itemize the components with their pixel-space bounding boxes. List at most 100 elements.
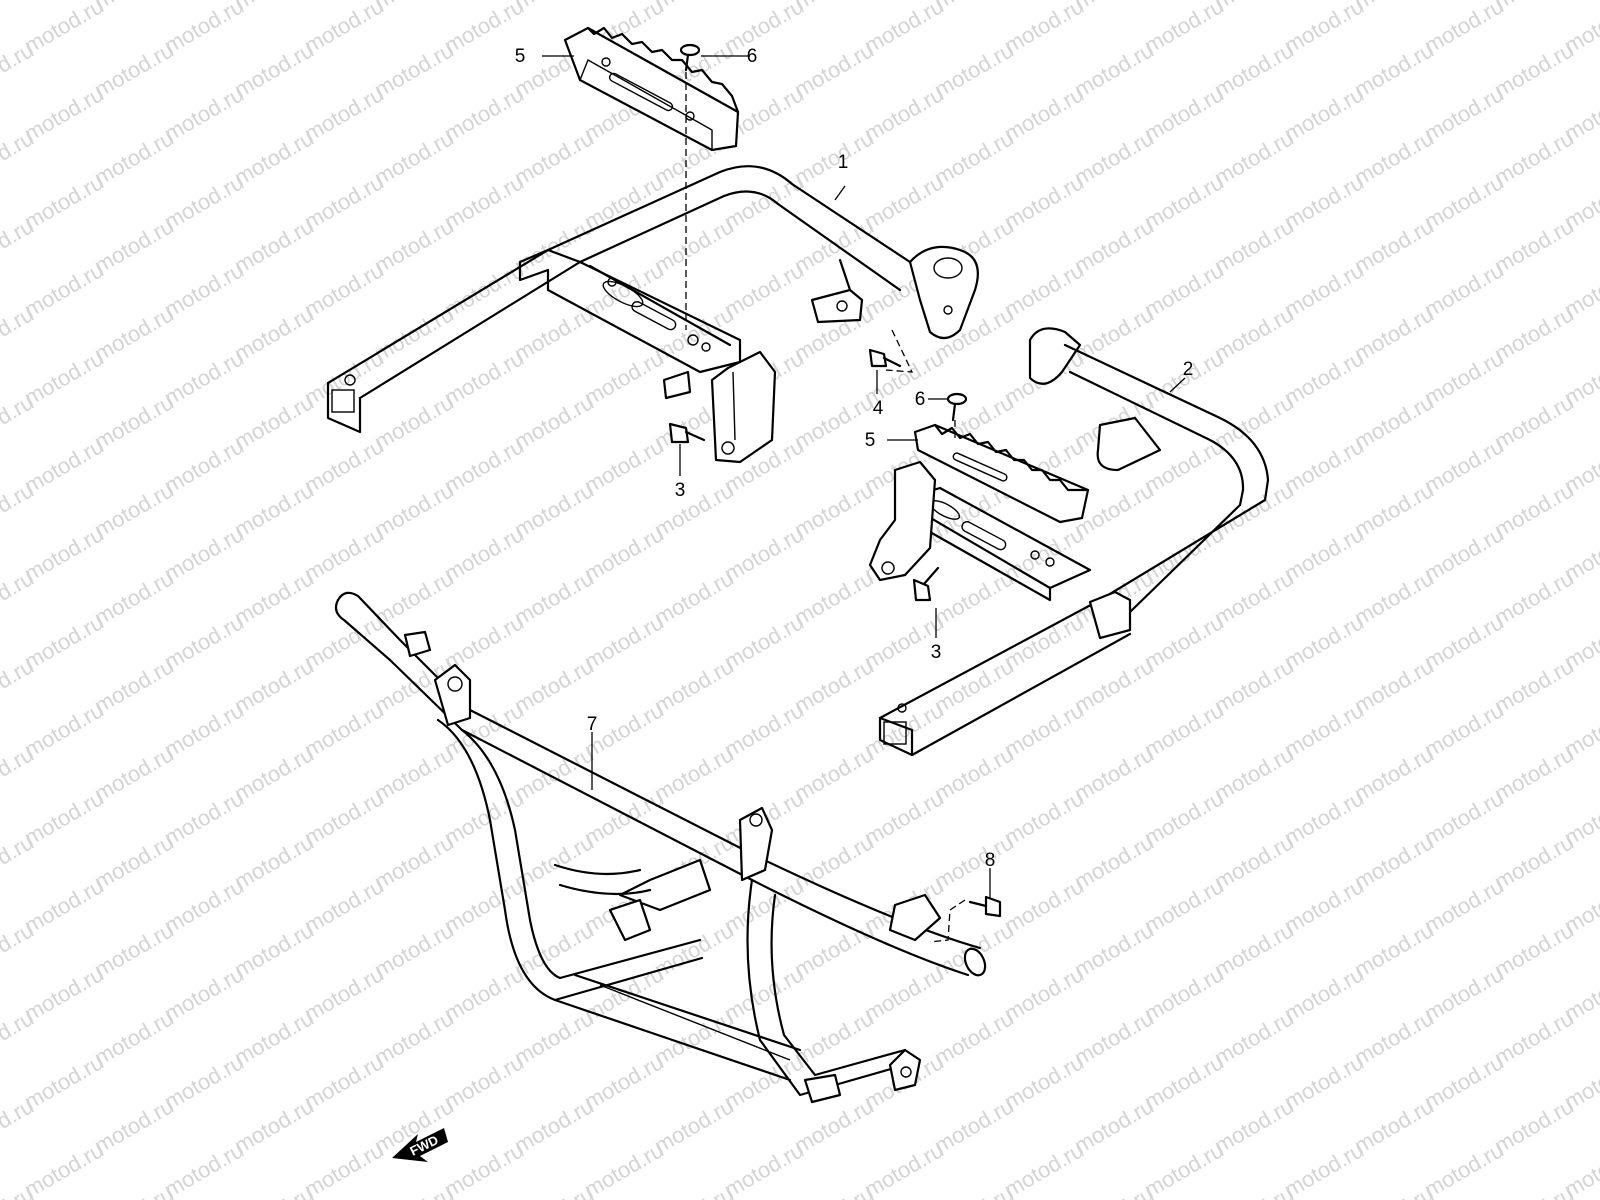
watermark-text: motod.ru — [510, 1005, 598, 1070]
watermark-text: motod.ru — [230, 125, 318, 190]
callout-c3a: 3 — [675, 480, 686, 501]
watermark-text: motod.ru — [1280, 81, 1368, 146]
watermark-text: motod.ru — [510, 213, 598, 278]
watermark-text: motod.ru — [1140, 873, 1228, 938]
watermark-text: motod.ru — [1420, 873, 1508, 938]
watermark-text: motod.ru — [370, 917, 458, 982]
watermark-text: motod.ru — [510, 565, 598, 630]
watermark-text: motod.ru — [1070, 125, 1158, 190]
watermark-text: motod.ru — [1210, 565, 1298, 630]
watermark-text: motod.ru — [1140, 785, 1228, 850]
watermark-text: motod.ru — [230, 829, 318, 894]
watermark-text: motod.ru — [930, 829, 1018, 894]
watermark-text: motod.ru — [1490, 829, 1578, 894]
watermark-text: motod.ru — [510, 1181, 598, 1200]
bolt-8[interactable] — [968, 895, 1002, 918]
watermark-text: motod.ru — [90, 741, 178, 806]
watermark-text: motod.ru — [1000, 961, 1088, 1026]
footpeg-plate-lower[interactable] — [913, 423, 1090, 524]
watermark-text: motod.ru — [370, 1181, 458, 1200]
watermark-text: motod.ru — [1490, 37, 1578, 102]
watermark-text: motod.ru — [650, 1093, 738, 1158]
watermark-text: motod.ru — [860, 697, 948, 762]
watermark-text: motod.ru — [1490, 389, 1578, 454]
front-guard[interactable] — [334, 591, 989, 1104]
watermark-text: motod.ru — [300, 785, 388, 850]
watermark-text: motod.ru — [1140, 81, 1228, 146]
watermark-text: motod.ru — [1280, 609, 1368, 674]
watermark-text: motod.ru — [160, 345, 248, 410]
watermark-text: motod.ru — [300, 169, 388, 234]
watermark-text: motod.ru — [1070, 917, 1158, 982]
watermark-text: motod.ru — [90, 1093, 178, 1158]
leader-lines — [542, 55, 1186, 943]
watermark-text: motod.ru — [790, 477, 878, 542]
watermark-text: motod.ru — [160, 785, 248, 850]
watermark-text: motod.ru — [370, 741, 458, 806]
callout-c5a: 5 — [515, 46, 526, 67]
watermark-text: motod.ru — [1140, 961, 1228, 1026]
watermark-text: motod.ru — [790, 125, 878, 190]
watermark-text: motod.ru — [1280, 785, 1368, 850]
watermark-text: motod.ru — [720, 257, 808, 322]
watermark-text: motod.ru — [860, 961, 948, 1026]
watermark-text: motod.ru — [20, 697, 108, 762]
watermark-text: motod.ru — [90, 37, 178, 102]
watermark-text: motod.ru — [1350, 37, 1438, 102]
watermark-text: motod.ru — [1070, 829, 1158, 894]
watermark-text: motod.ru — [90, 477, 178, 542]
watermark-text: motod.ru — [20, 873, 108, 938]
watermark-text: motod.ru — [20, 345, 108, 410]
watermark-text: motod.ru — [90, 389, 178, 454]
watermark-text: motod.ru — [720, 961, 808, 1026]
watermark-text: motod.ru — [580, 609, 668, 674]
screw-upper[interactable] — [679, 43, 701, 72]
watermark-text: motod.ru — [1280, 345, 1368, 410]
watermark-text: motod.ru — [930, 1093, 1018, 1158]
watermark-text: motod.ru — [1420, 785, 1508, 850]
watermark-text: motod.ru — [440, 609, 528, 674]
watermark-text: motod.ru — [1420, 1137, 1508, 1200]
watermark-text: motod.ru — [580, 785, 668, 850]
watermark-text: motod.ru — [720, 0, 808, 58]
callout-c8: 8 — [985, 850, 996, 871]
bolt-4[interactable] — [868, 348, 902, 368]
watermark-text: motod.ru — [1210, 213, 1298, 278]
watermark-text: motod.ru — [510, 741, 598, 806]
watermark-text: motod.ru — [650, 301, 738, 366]
watermark-text: motod.ru — [1490, 477, 1578, 542]
watermark-text: motod.ru — [1350, 829, 1438, 894]
watermark-text: motod.ru — [860, 169, 948, 234]
watermark-text: motod.ru — [510, 1093, 598, 1158]
watermark-text: motod.ru — [650, 653, 738, 718]
watermark-text: motod.ru — [1000, 81, 1088, 146]
watermark-text: motod.ru — [230, 213, 318, 278]
watermark-text: motod.ru — [790, 829, 878, 894]
watermark-text: motod.ru — [720, 873, 808, 938]
watermark-text: motod.ru — [580, 1049, 668, 1114]
footrest-frame-right[interactable] — [868, 327, 1270, 757]
watermark-text: motod.ru — [1140, 697, 1228, 762]
watermark-text: motod.ru — [650, 565, 738, 630]
watermark-text: motod.ru — [90, 917, 178, 982]
watermark-text: motod.ru — [20, 1049, 108, 1114]
watermark-text: motod.ru — [90, 213, 178, 278]
watermark-text: motod.ru — [1280, 1049, 1368, 1114]
watermark-text: motod.ru — [1210, 1093, 1298, 1158]
bolt-3-left[interactable] — [668, 422, 706, 444]
watermark-text: motod.ru — [860, 0, 948, 58]
watermark-text: motod.ru — [1280, 0, 1368, 58]
footpeg-plate-upper[interactable] — [563, 26, 740, 152]
watermark-text: motod.ru — [370, 389, 458, 454]
watermark-text: motod.ru — [230, 389, 318, 454]
bolt-3-right[interactable] — [912, 566, 940, 602]
footrest-frame-left[interactable] — [326, 165, 979, 464]
watermark-text: motod.ru — [90, 1005, 178, 1070]
watermark-text: motod.ru — [1490, 653, 1578, 718]
callout-c6b: 6 — [915, 389, 926, 410]
watermark-text: motod.ru — [1070, 1093, 1158, 1158]
watermark-text: motod.ru — [440, 521, 528, 586]
watermark-text: motod.ru — [160, 0, 248, 58]
